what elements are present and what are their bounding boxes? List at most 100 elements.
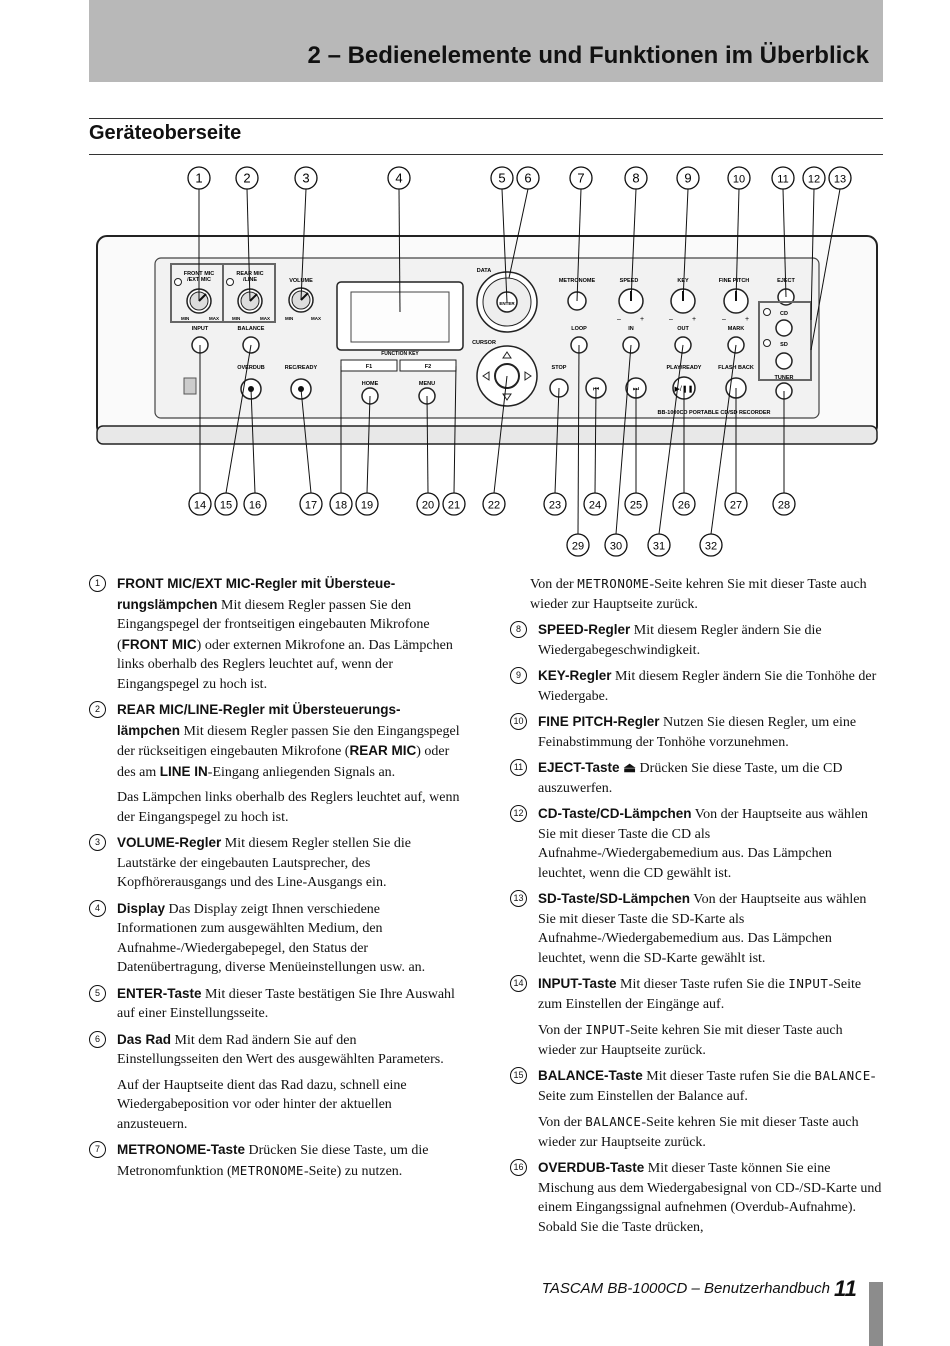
item-text: Das Display zeigt Ihnen verschiedene Inf… xyxy=(117,901,426,976)
svg-text:15: 15 xyxy=(220,500,232,512)
svg-text:27: 27 xyxy=(730,500,742,512)
label-play-ready: PLAY/READY xyxy=(667,365,702,371)
label-balance: BALANCE xyxy=(238,326,265,332)
callout-4: 4 xyxy=(387,166,411,190)
item-15-continuation: Von der BALANCE-Seite kehren Sie mit die… xyxy=(510,1112,882,1152)
callout-11: 11 xyxy=(771,166,795,190)
label-rear-mic: REAR MIC xyxy=(236,271,263,277)
item-8: 8 SPEED-Regler Mit diesem Regler ändern … xyxy=(510,620,882,660)
item-6-continuation: Auf der Hauptseite dient das Rad dazu, s… xyxy=(117,1077,407,1132)
item-term: INPUT-Taste xyxy=(538,976,617,991)
section-rule-top xyxy=(89,118,883,119)
item-text: -Seite zum Einstellen der Balance auf. xyxy=(538,1069,876,1104)
svg-text:19: 19 xyxy=(361,500,373,512)
item-text: Nutzen Sie diesen Regler, um eine Feinab… xyxy=(538,715,857,750)
item-4: 4 Display Das Display zeigt Ihnen versch… xyxy=(89,899,461,978)
item-text: Mit dieser Taste bestätigen Sie Ihre Aus… xyxy=(117,986,455,1022)
item-6: 6 Das Rad Mit dem Rad ändern Sie auf den… xyxy=(89,1030,461,1070)
item-number: 6 xyxy=(89,1030,106,1048)
callout-leader xyxy=(658,344,684,535)
callout-leader xyxy=(810,188,815,321)
label-model: BB-1000CD PORTABLE CD/SD RECORDER xyxy=(658,410,771,416)
callout-leader xyxy=(398,188,401,313)
item-7: 7 METRONOME-Taste Drücken Sie diese Tast… xyxy=(89,1140,461,1181)
left-column: 1 FRONT MIC/EXT MIC-Regler mit Übersteue… xyxy=(89,574,461,1187)
svg-text:4: 4 xyxy=(395,171,402,186)
item-mono: BALANCE xyxy=(814,1068,871,1083)
item-3: 3 VOLUME-Regler Mit diesem Regler stelle… xyxy=(89,833,461,893)
item-text: -Seite kehren Sie mit dieser Taste auch … xyxy=(538,1023,843,1058)
item-number: 7 xyxy=(89,1141,106,1158)
item-term: SPEED-Regler xyxy=(538,622,631,637)
callout-leader xyxy=(250,388,256,494)
item-text: -Eingang anliegenden Signals an. xyxy=(207,764,396,780)
callout-12: 12 xyxy=(802,166,826,190)
item-text: Mit diesem Regler passen Sie den Eingang… xyxy=(117,597,430,653)
svg-text:24: 24 xyxy=(589,500,601,512)
svg-text:5: 5 xyxy=(498,171,505,186)
right-column: Von der METRONOME-Seite kehren Sie mit d… xyxy=(510,574,882,1243)
item-term: BALANCE-Taste xyxy=(538,1068,643,1083)
item-number: 11 xyxy=(510,759,527,776)
callout-2: 2 xyxy=(235,166,259,190)
header-band: 2 – Bedienelemente und Funktionen im Übe… xyxy=(89,0,883,82)
label-mark: MARK xyxy=(728,326,745,332)
callout-25: 25 xyxy=(624,492,648,516)
item-term: OVERDUB-Taste xyxy=(538,1160,645,1175)
svg-text:28: 28 xyxy=(778,500,790,512)
callout-leader xyxy=(810,188,841,351)
svg-text:22: 22 xyxy=(488,500,500,512)
callout-leader xyxy=(630,188,637,302)
label-min-2: MIN xyxy=(232,316,240,321)
item-text: Mit dieser Taste rufen Sie die xyxy=(646,1069,815,1084)
callout-22: 22 xyxy=(482,492,506,516)
item-2-continuation: Das Lämpchen links oberhalb des Reglers … xyxy=(117,790,460,825)
item-mono: INPUT xyxy=(585,1022,626,1037)
label-eject: EJECT xyxy=(777,278,795,284)
cd-logo xyxy=(183,377,197,395)
item-text: Drücken Sie diese Taste, um die Metronom… xyxy=(117,1143,429,1179)
item-number: 8 xyxy=(510,621,527,638)
svg-text:13: 13 xyxy=(834,174,846,186)
callout-29: 29 xyxy=(566,533,590,557)
label-menu: MENU xyxy=(419,381,435,387)
cd-button xyxy=(775,319,793,337)
item-number: 4 xyxy=(89,899,106,917)
item-2: 2 REAR MIC/LINE-Regler mit Übersteuerung… xyxy=(89,700,461,782)
item-mono: BALANCE xyxy=(585,1114,642,1129)
callout-leaders xyxy=(198,188,841,535)
item-text: Von der xyxy=(530,577,578,592)
item-term: Das Rad xyxy=(117,1031,172,1047)
item-text: Von der Hauptseite aus wählen Sie mit di… xyxy=(538,892,867,966)
f1-key xyxy=(340,359,398,372)
svg-text:8: 8 xyxy=(632,171,639,186)
label-f1: F1 xyxy=(366,364,372,370)
label-function-key: FUNCTION KEY xyxy=(381,351,419,357)
item-number: 5 xyxy=(89,984,106,1002)
svg-text:9: 9 xyxy=(684,171,691,186)
item-number: 13 xyxy=(510,890,527,907)
item-term: SD-Taste/SD-Lämpchen xyxy=(538,891,691,906)
callout-30: 30 xyxy=(604,533,628,557)
svg-text:17: 17 xyxy=(305,500,317,512)
label-key: KEY xyxy=(677,278,689,284)
callout-32: 32 xyxy=(699,533,723,557)
section-title: Geräteoberseite xyxy=(89,122,242,144)
item-number: 1 xyxy=(89,575,106,592)
item-term: CD-Taste/CD-Lämpchen xyxy=(538,806,692,821)
label-in: IN xyxy=(628,326,634,332)
rear-mic-lamp xyxy=(226,278,234,286)
svg-text:6: 6 xyxy=(524,171,531,186)
callout-16: 16 xyxy=(243,492,267,516)
device-top-panel-diagram: FRONT MIC /EXT MIC REAR MIC /LINE VOLUME… xyxy=(96,166,878,557)
svg-text:2: 2 xyxy=(243,171,250,186)
label-max-1: MAX xyxy=(209,316,219,321)
item-text: Mit diesem Regler ändern Sie die Tonhöhe… xyxy=(538,669,877,704)
label-cursor: CURSOR xyxy=(472,340,496,346)
label-overdub: OVERDUB xyxy=(237,365,265,371)
callout-6: 6 xyxy=(516,166,540,190)
callout-leader xyxy=(246,188,251,302)
svg-text:3: 3 xyxy=(302,171,309,186)
chapter-title: 2 – Bedienelemente und Funktionen im Übe… xyxy=(307,42,869,69)
svg-text:26: 26 xyxy=(678,500,690,512)
